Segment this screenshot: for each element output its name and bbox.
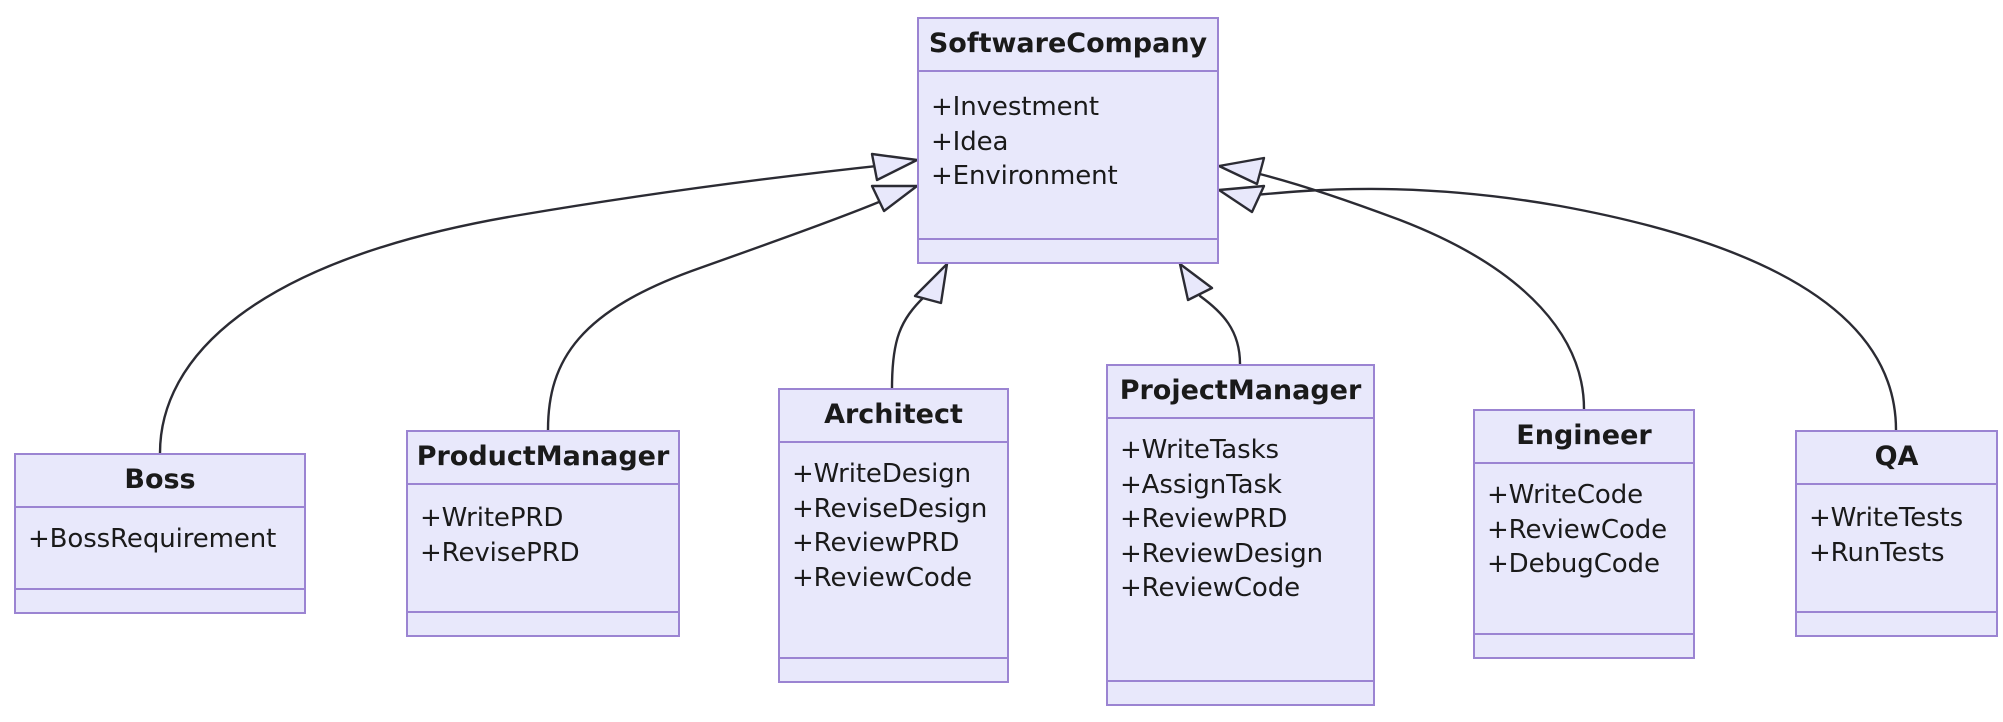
class-node-software-company[interactable]: SoftwareCompany +Investment +Idea +Envir… xyxy=(917,17,1219,264)
class-member: +BossRequirement xyxy=(28,524,277,554)
class-title-architect: Architect xyxy=(780,390,1007,443)
class-methods-qa xyxy=(1797,613,1996,635)
class-title-project-manager: ProjectManager xyxy=(1108,366,1373,419)
class-methods-product-manager xyxy=(408,613,678,635)
class-node-qa[interactable]: QA +WriteTests +RunTests xyxy=(1795,430,1998,637)
class-member: +Idea xyxy=(931,126,1009,157)
class-node-architect[interactable]: Architect +WriteDesign +ReviseDesign +Re… xyxy=(778,388,1009,683)
class-methods-engineer xyxy=(1475,635,1693,657)
class-node-engineer[interactable]: Engineer +WriteCode +ReviewCode +DebugCo… xyxy=(1473,409,1695,659)
class-title-qa: QA xyxy=(1797,432,1996,485)
class-member: +AssignTask xyxy=(1120,469,1282,500)
class-methods-software-company xyxy=(919,240,1217,262)
class-member: +WriteCode xyxy=(1487,480,1643,510)
edge-project-manager xyxy=(1178,262,1242,366)
class-members-boss: +BossRequirement xyxy=(16,508,304,590)
class-members-engineer: +WriteCode +ReviewCode +DebugCode xyxy=(1475,464,1693,635)
class-members-architect: +WriteDesign +ReviseDesign +ReviewPRD +R… xyxy=(780,443,1007,659)
class-member: +WritePRD xyxy=(420,503,564,533)
class-member: +ReviewCode xyxy=(1120,573,1301,604)
class-member: +ReviewCode xyxy=(1487,514,1668,545)
class-members-project-manager: +WriteTasks +AssignTask +ReviewPRD +Revi… xyxy=(1108,419,1373,682)
class-member: +WriteDesign xyxy=(792,459,971,489)
class-member: +ReviseDesign xyxy=(792,493,988,524)
class-methods-boss xyxy=(16,590,304,612)
class-member: +ReviewPRD xyxy=(792,528,960,559)
class-methods-architect xyxy=(780,659,1007,681)
class-member: +RunTests xyxy=(1809,537,1945,568)
class-title-boss: Boss xyxy=(16,455,304,508)
class-member: +ReviewDesign xyxy=(1120,538,1324,569)
class-member: +Environment xyxy=(931,161,1118,192)
class-members-qa: +WriteTests +RunTests xyxy=(1797,485,1996,613)
class-node-product-manager[interactable]: ProductManager +WritePRD +RevisePRD xyxy=(406,430,680,637)
class-methods-project-manager xyxy=(1108,682,1373,704)
class-title-engineer: Engineer xyxy=(1475,411,1693,464)
class-title-software-company: SoftwareCompany xyxy=(919,19,1217,72)
class-members-software-company: +Investment +Idea +Environment xyxy=(919,72,1217,240)
class-members-product-manager: +WritePRD +RevisePRD xyxy=(408,485,678,613)
class-member: +ReviewCode xyxy=(792,562,973,593)
class-node-boss[interactable]: Boss +BossRequirement xyxy=(14,453,306,614)
edge-architect xyxy=(890,262,949,390)
class-member: +WriteTests xyxy=(1809,503,1964,533)
class-title-product-manager: ProductManager xyxy=(408,432,678,485)
class-member: +ReviewPRD xyxy=(1120,504,1288,535)
class-member: +RevisePRD xyxy=(420,537,580,568)
class-member: +Investment xyxy=(931,92,1099,122)
class-node-project-manager[interactable]: ProjectManager +WriteTasks +AssignTask +… xyxy=(1106,364,1375,706)
class-member: +DebugCode xyxy=(1487,549,1660,580)
class-member: +WriteTasks xyxy=(1120,435,1279,465)
